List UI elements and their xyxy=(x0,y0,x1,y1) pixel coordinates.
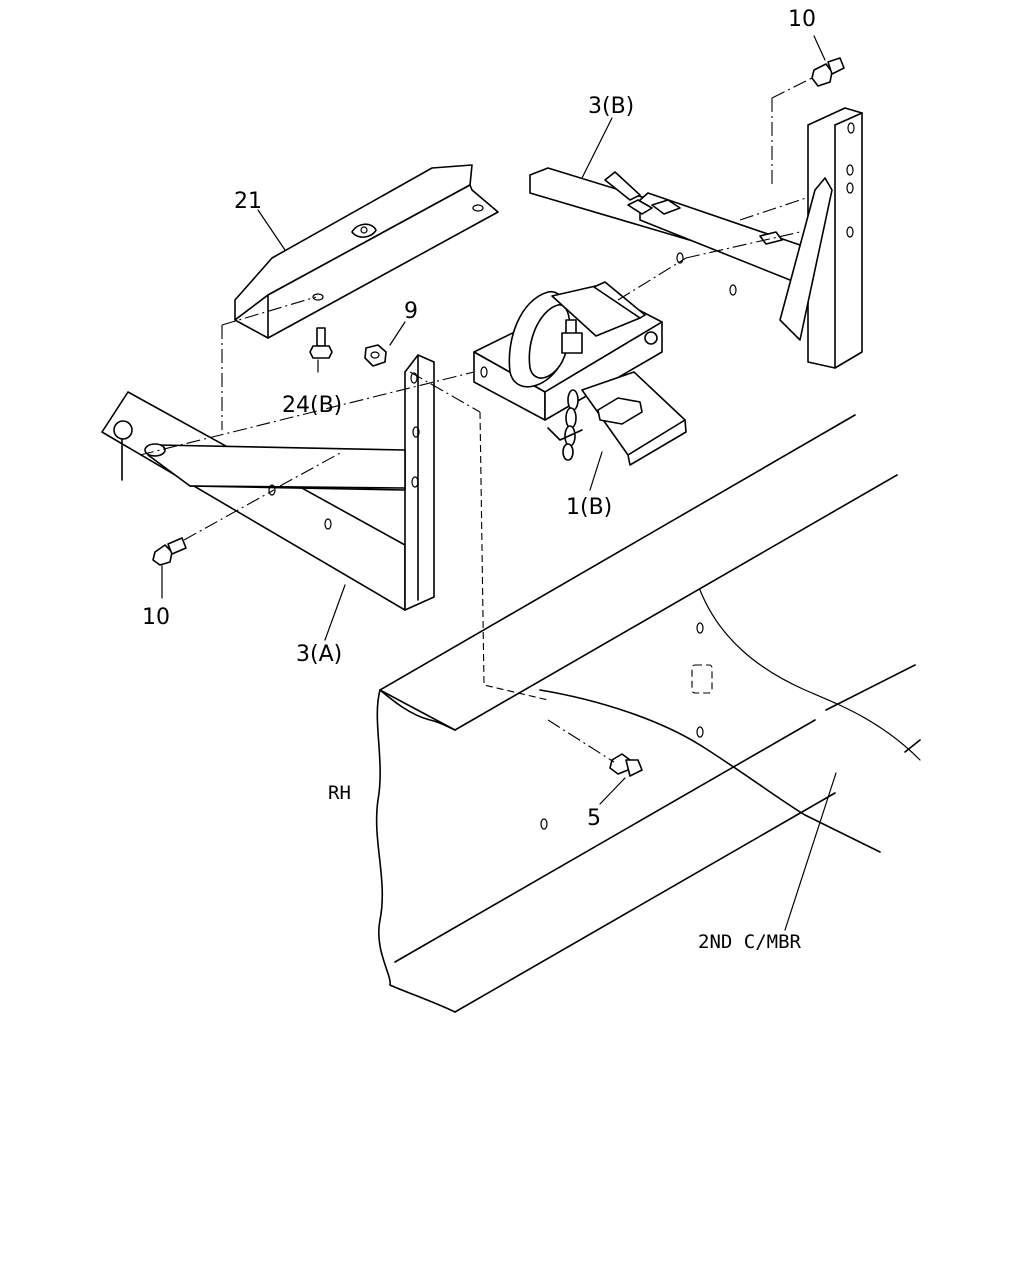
bolt-5 xyxy=(609,753,643,777)
part-labels: 10 3(B) 21 9 24(B) 1(B) 10 3(A) 5 RH 2ND… xyxy=(142,7,816,953)
bolt-10-left xyxy=(152,537,187,566)
bracket-3b xyxy=(529,107,863,369)
label-21: 21 xyxy=(234,189,262,214)
winch-1b xyxy=(473,281,687,466)
nut-9 xyxy=(364,344,387,367)
label-24b: 24(B) xyxy=(282,393,342,418)
label-10-top: 10 xyxy=(788,7,816,32)
label-9: 9 xyxy=(404,299,418,324)
bolt-24b xyxy=(309,327,333,359)
label-10-left: 10 xyxy=(142,605,170,630)
assembly-lines xyxy=(139,77,813,763)
bolt-10-top xyxy=(811,57,845,87)
label-2nd-cross-member: 2ND C/MBR xyxy=(698,931,802,953)
label-3b: 3(B) xyxy=(588,94,634,119)
leader-lines xyxy=(161,35,837,931)
bracket-3a xyxy=(101,354,435,611)
label-1b: 1(B) xyxy=(566,495,612,520)
label-rh: RH xyxy=(328,782,351,804)
plate-21 xyxy=(234,164,499,339)
frame-rail xyxy=(375,414,921,1013)
label-3a: 3(A) xyxy=(296,642,342,667)
label-5: 5 xyxy=(587,806,601,831)
